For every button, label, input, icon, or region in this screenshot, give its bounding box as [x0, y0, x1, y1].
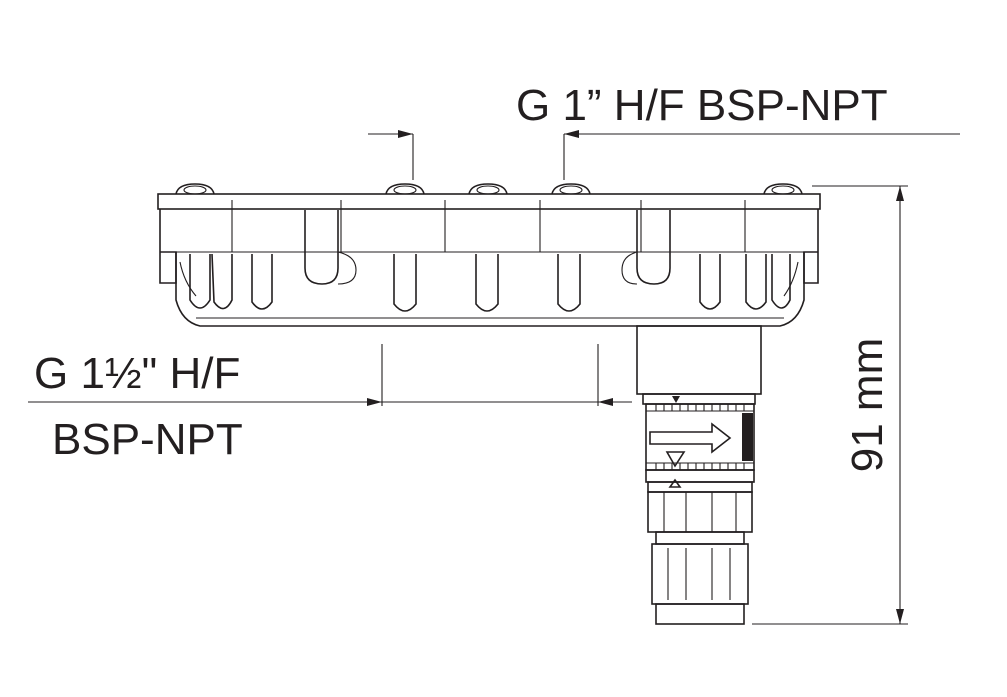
port-knob: [385, 183, 425, 195]
side-connection-label-line2: BSP-NPT: [52, 415, 243, 464]
flow-indicator: [645, 396, 755, 488]
height-dimension-label: 91 mm: [843, 337, 892, 473]
port-knob: [468, 183, 508, 195]
side-connection-label-line1: G 1½" H/F: [34, 349, 241, 398]
body-slots: [304, 210, 671, 285]
top-connection-label: G 1” H/F BSP-NPT: [516, 81, 888, 130]
port-knob: [175, 183, 215, 195]
top-port-knobs: [175, 183, 803, 195]
dimension-side-connection: [28, 344, 632, 406]
port-knob: [551, 183, 591, 195]
cable-gland: [651, 543, 749, 625]
hex-nut: [647, 491, 753, 533]
port-knob: [763, 183, 803, 195]
dimension-overall-height: [752, 185, 908, 625]
dimension-top-port-spacing: [368, 130, 960, 180]
flow-arrow-icon: [649, 422, 732, 454]
outlet-fitting: [636, 325, 762, 625]
body-ribs: [179, 253, 799, 312]
